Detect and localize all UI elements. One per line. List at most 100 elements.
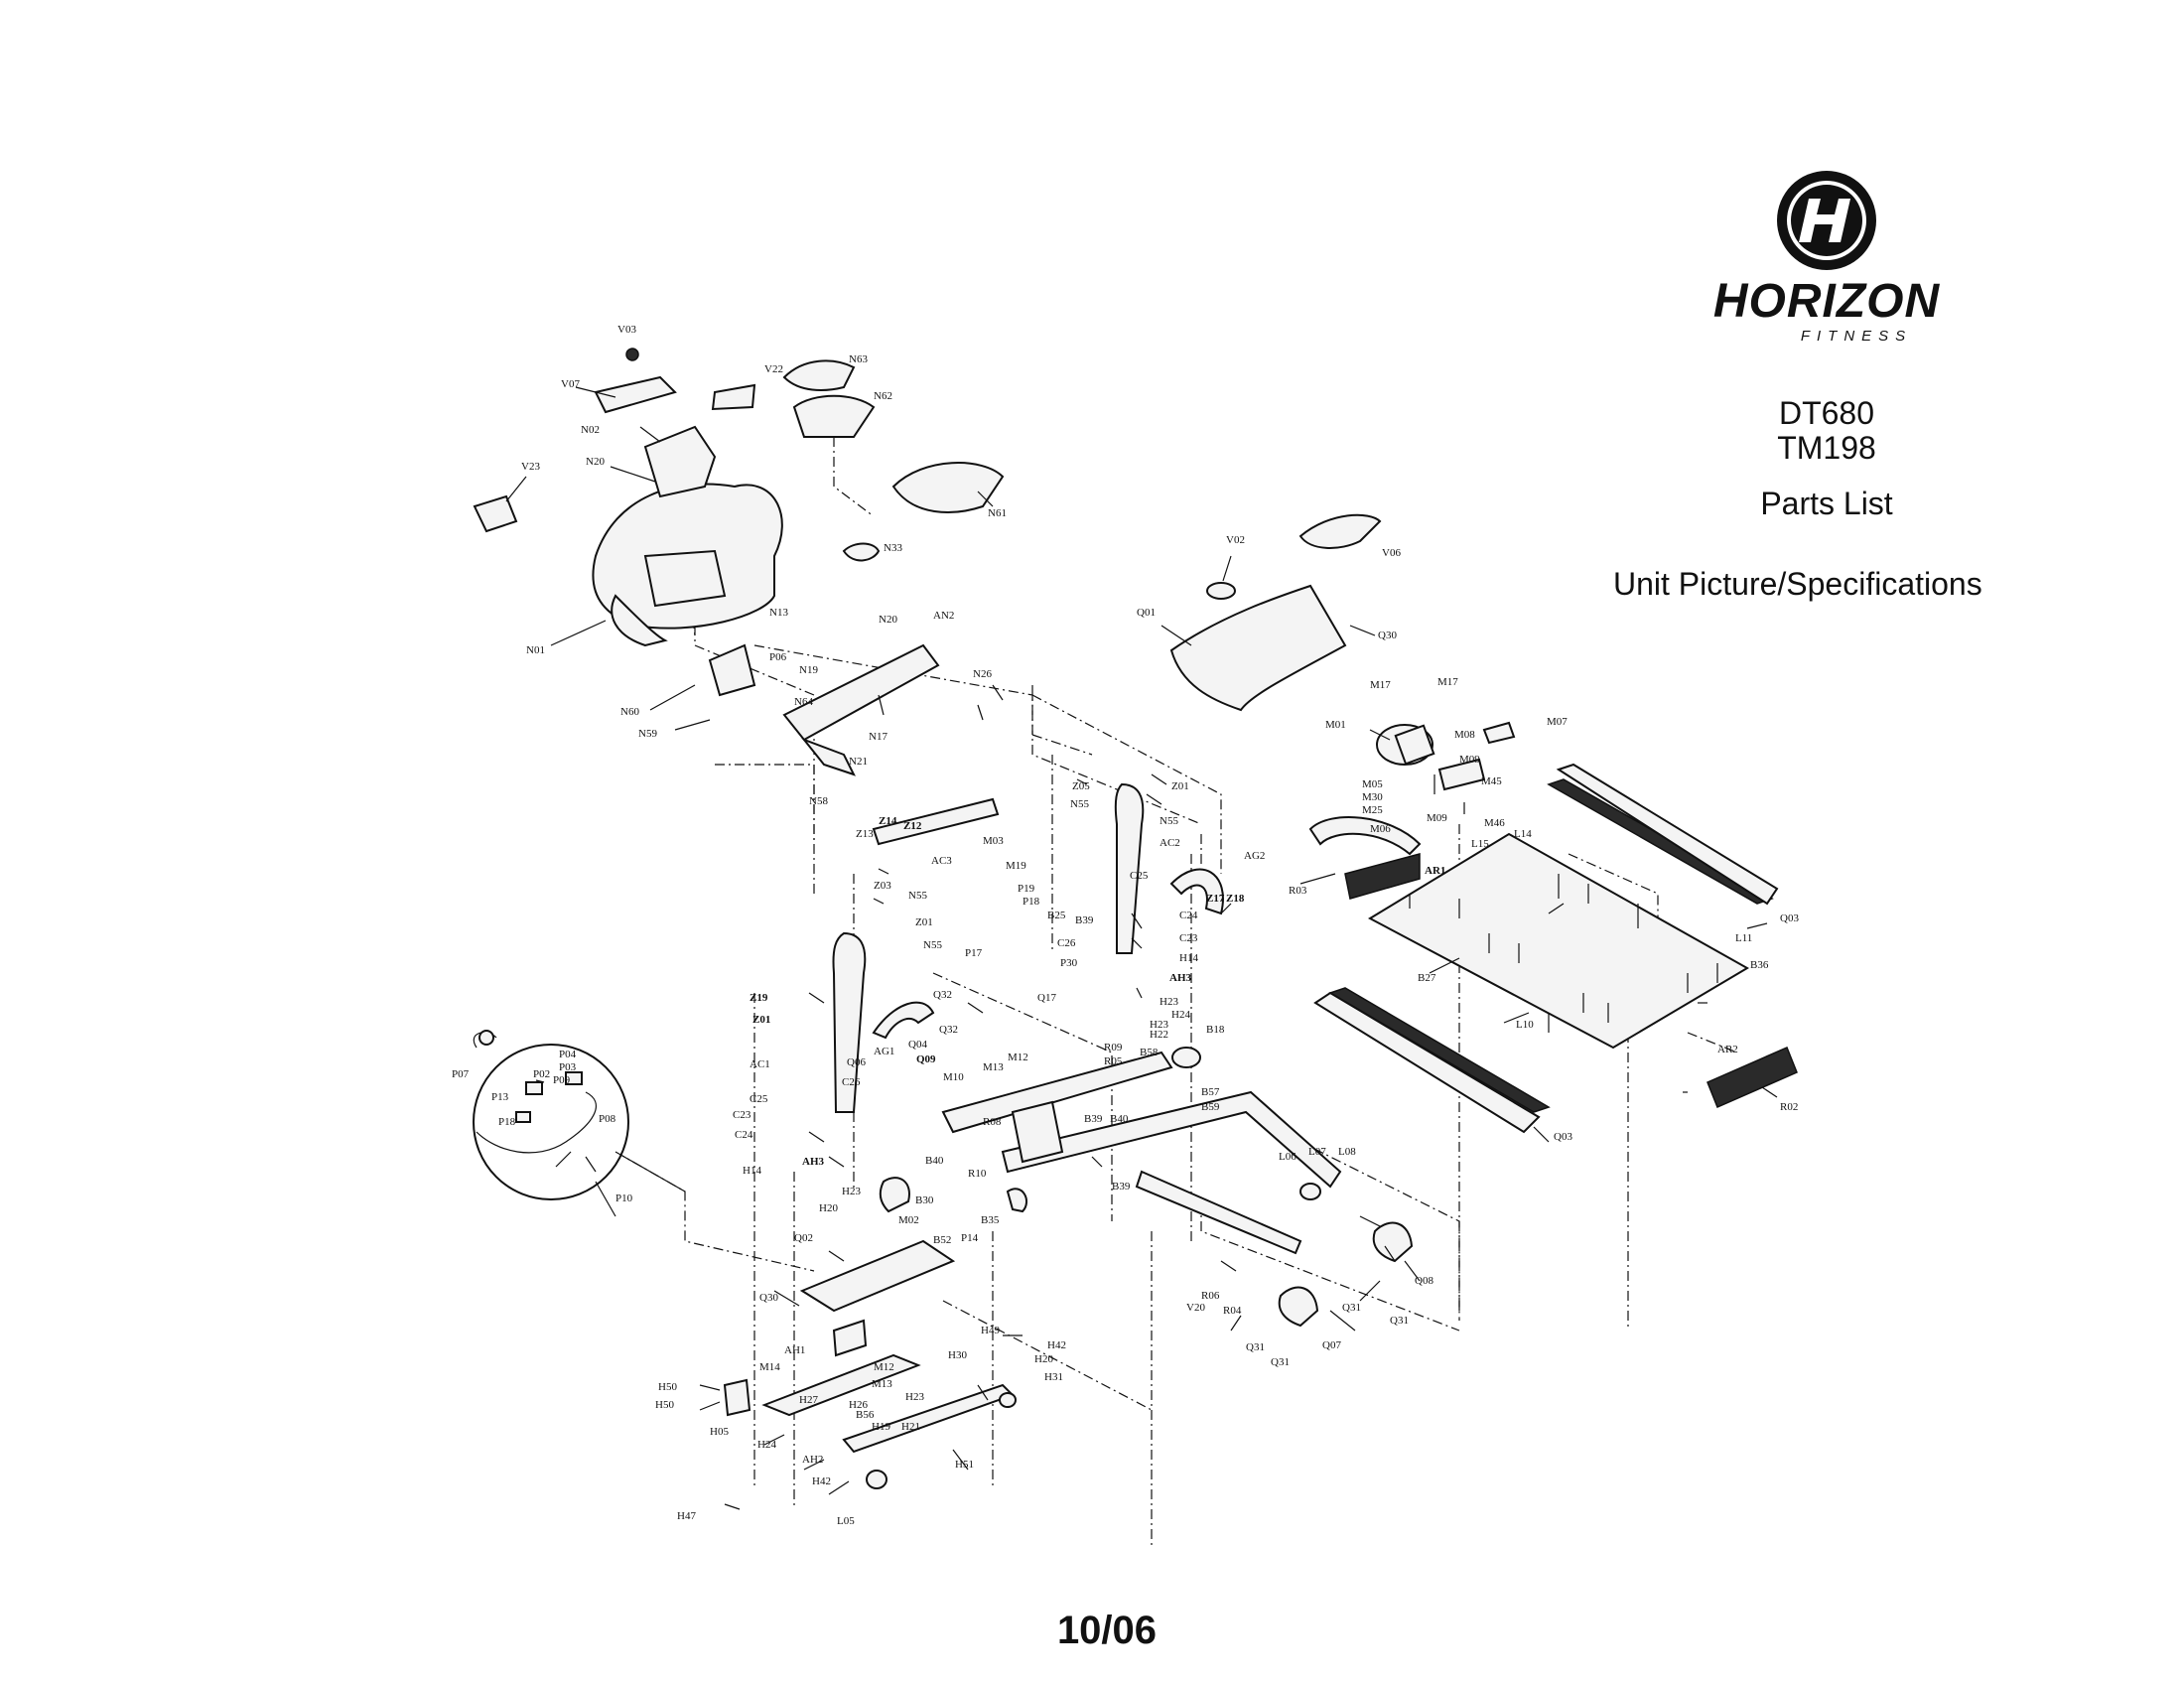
deck-b27	[1367, 832, 1749, 1050]
callout-v02: V02	[1226, 534, 1245, 546]
callout-c26a: C26	[1057, 937, 1076, 949]
callout-h22: H22	[1150, 1029, 1168, 1041]
callout-n59: N59	[638, 728, 657, 740]
callout-b25: B25	[1047, 910, 1066, 921]
upright-ac2	[1114, 782, 1145, 954]
callout-n01: N01	[526, 644, 545, 656]
callout-p14: P14	[961, 1232, 979, 1244]
callout-m05: M05	[1362, 778, 1383, 790]
callout-c25a: C25	[1130, 870, 1149, 882]
callout-z01a: Z01	[1171, 780, 1189, 792]
callout-m17b: M17	[1437, 676, 1458, 688]
callout-v06: V06	[1382, 547, 1401, 559]
callout-h05: H05	[710, 1426, 729, 1438]
callout-n20b: N20	[879, 614, 897, 626]
callout-h51: L05	[837, 1515, 855, 1527]
callout-r08: R08	[983, 1116, 1002, 1128]
callout-q31c: Q31	[1246, 1341, 1265, 1353]
console-assembly	[473, 348, 1005, 697]
knob-v03	[625, 348, 639, 361]
callout-m02: M02	[898, 1214, 919, 1226]
brand-subtitle: FITNESS	[1800, 328, 1913, 345]
motor-hood-assembly	[1169, 513, 1382, 712]
overlay-v07	[594, 375, 677, 414]
callout-h14a: H14	[1179, 952, 1198, 964]
brand-name: HORIZON	[1712, 275, 1941, 328]
callout-m13a: M13	[983, 1061, 1004, 1073]
callout-l14: L14	[1514, 828, 1532, 840]
callout-q17: Q17	[1037, 992, 1056, 1004]
end-cap-q08	[1372, 1221, 1414, 1263]
callout-p30: P30	[1060, 957, 1078, 969]
callout-ac3: AC3	[931, 855, 952, 867]
callout-m14: M14	[759, 1361, 780, 1373]
callout-c25b: C25	[750, 1093, 768, 1105]
foot-b18	[1171, 1047, 1201, 1068]
wiring-detail-circle	[473, 1044, 629, 1200]
callout-h23d: H23	[905, 1391, 924, 1403]
callout-v22: V22	[764, 363, 783, 375]
callout-h24a: H24	[1171, 1009, 1190, 1021]
brand-block: HORIZON FITNESS DT680 TM198 Parts List	[1628, 169, 2025, 522]
callout-q02: Q02	[794, 1232, 813, 1244]
wiring-detail	[473, 1030, 686, 1200]
callout-h24b: H42	[812, 1475, 831, 1487]
callout-q04: Q04	[908, 1039, 927, 1051]
callout-z05: Z05	[1072, 780, 1090, 792]
incline-assembly	[723, 1239, 1017, 1489]
callout-b56: H21	[901, 1421, 920, 1433]
motor-cover-m02	[879, 1177, 910, 1213]
end-cap-q07	[1278, 1286, 1319, 1328]
callout-h23a: H23	[1160, 996, 1178, 1008]
callout-n55d: N55	[923, 939, 942, 951]
arm-ac3	[872, 797, 1000, 846]
callout-m45: M45	[1481, 775, 1502, 787]
callout-p19: P19	[1018, 883, 1035, 895]
cover-n63	[782, 359, 856, 391]
frame-rail-left	[941, 1051, 1173, 1134]
display-panel-n02	[643, 425, 717, 498]
callout-m12a: M12	[1008, 1052, 1028, 1063]
callout-q31b: Q31	[1390, 1315, 1409, 1327]
callout-h20b: H20	[1034, 1353, 1053, 1365]
callout-n64: N64	[794, 696, 813, 708]
callout-h49: H49	[981, 1325, 1000, 1336]
callout-h50b: H50	[655, 1399, 674, 1411]
callout-q30b: Q30	[759, 1292, 778, 1304]
motor-assembly	[1308, 721, 1516, 900]
bracket-v22	[711, 383, 756, 411]
callout-m08: M08	[1454, 729, 1475, 741]
callout-n60: N60	[620, 706, 639, 718]
switch-v23	[473, 494, 518, 533]
frame-side-rail	[1135, 1170, 1302, 1255]
incline-plate-q02	[799, 1239, 956, 1313]
callout-q31d: Q31	[1271, 1356, 1290, 1368]
hose-ag1	[872, 1001, 935, 1040]
rail-q03-upper	[1547, 778, 1774, 905]
callout-p18b: P18	[498, 1116, 516, 1128]
callout-r05: R05	[1104, 1055, 1123, 1067]
roller-r03	[1344, 853, 1421, 900]
callout-h27a: H27	[799, 1394, 818, 1406]
callout-l07: L07	[1308, 1146, 1326, 1158]
model-number-1: DT680	[1778, 395, 1875, 431]
callout-p17: P17	[965, 947, 983, 959]
callout-p07: P07	[452, 1068, 470, 1080]
callout-n02: N02	[581, 424, 600, 436]
callout-m13b: M13	[872, 1378, 892, 1390]
callout-z14: Z14	[879, 815, 897, 827]
callout-b52: B52	[933, 1234, 951, 1246]
callout-p08: P08	[599, 1113, 616, 1125]
deck-assembly	[1313, 763, 1798, 1134]
callout-n26: N26	[973, 668, 992, 680]
callout-b39c: B39	[1112, 1181, 1131, 1193]
callout-l10: L10	[1516, 1019, 1534, 1031]
callout-c24b: C24	[735, 1129, 753, 1141]
callout-q08: Q08	[1415, 1275, 1433, 1287]
crossbar-an2	[782, 643, 940, 742]
callout-q03b: Q03	[1554, 1131, 1572, 1143]
callout-c23a: C23	[1179, 932, 1198, 944]
callout-m09b: M09	[1427, 812, 1447, 824]
callout-h42a: H42	[1047, 1339, 1066, 1351]
